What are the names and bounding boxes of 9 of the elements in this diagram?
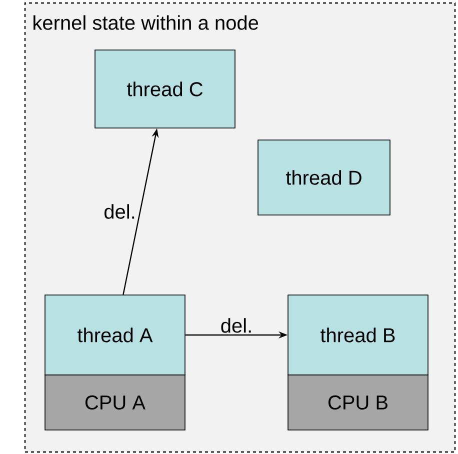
cpu-box: CPU B <box>288 374 428 430</box>
thread-box: thread C <box>94 50 236 128</box>
thread-box: thread D <box>258 140 390 216</box>
cpu-box: CPU A <box>44 374 186 430</box>
frame-title: kernel state within a node <box>34 15 258 30</box>
edge-label: del. <box>104 204 134 219</box>
edge-label: del. <box>221 318 251 333</box>
thread-box: thread A <box>44 294 186 376</box>
thread-box: thread B <box>288 294 428 376</box>
